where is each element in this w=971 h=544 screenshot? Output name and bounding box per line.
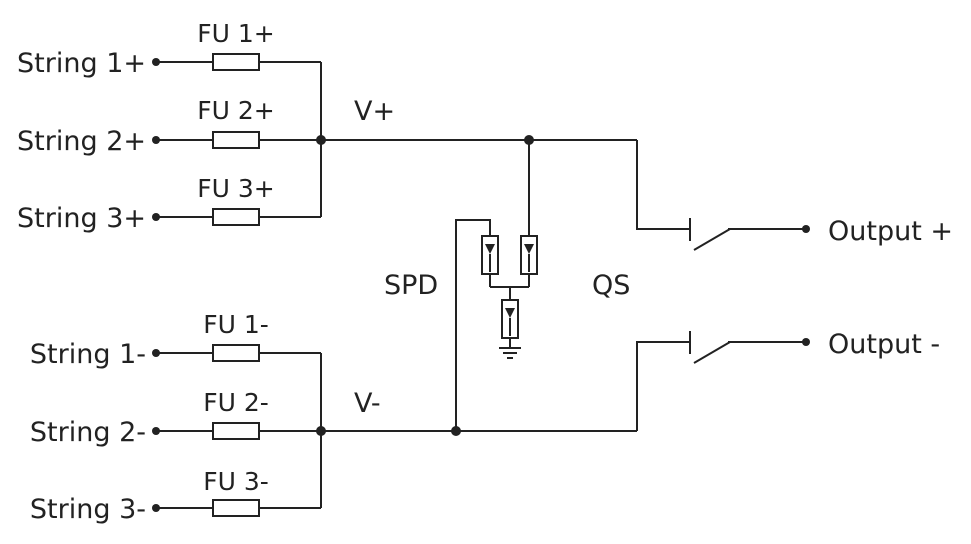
surge-protective-device: SPD [384, 140, 538, 431]
fuse-2-positive [212, 131, 260, 149]
output-negative-terminal [802, 338, 810, 346]
negative-bus: V- [316, 353, 637, 508]
string-2-negative: String 2- FU 2- [30, 388, 321, 448]
spd-label: SPD [384, 270, 438, 301]
string-1-negative: String 1- FU 1- [30, 310, 321, 370]
switch-label: QS [592, 270, 630, 301]
string-3-negative: String 3- FU 3- [30, 467, 321, 525]
string-3-negative-label: String 3- [30, 494, 146, 525]
output-positive: Output + [802, 216, 953, 247]
fuse-1-negative [212, 344, 260, 362]
fuse-1-positive [212, 53, 260, 71]
fuse-2-negative-label: FU 2- [203, 388, 269, 417]
fuse-2-negative [212, 422, 260, 440]
string-2-positive: String 2+ FU 2+ [17, 96, 321, 157]
isolating-switch: QS [592, 140, 806, 431]
output-negative: Output - [802, 329, 940, 360]
string-3-positive: String 3+ FU 3+ [17, 174, 321, 234]
negative-bus-label: V- [354, 388, 381, 419]
positive-bus: V+ [316, 62, 637, 217]
string-1-negative-label: String 1- [30, 339, 146, 370]
string-1-positive-label: String 1+ [17, 48, 146, 79]
output-positive-terminal [802, 225, 810, 233]
string-2-negative-label: String 2- [30, 417, 146, 448]
fuse-3-positive [212, 208, 260, 226]
fuse-2-positive-label: FU 2+ [197, 96, 274, 125]
string-2-positive-label: String 2+ [17, 126, 146, 157]
fuse-3-negative-label: FU 3- [203, 467, 269, 496]
output-positive-label: Output + [828, 216, 953, 247]
fuse-1-negative-label: FU 1- [203, 310, 269, 339]
fuse-3-negative [212, 499, 260, 517]
string-1-positive: String 1+ FU 1+ [17, 19, 321, 79]
fuse-3-positive-label: FU 3+ [197, 174, 274, 203]
positive-bus-label: V+ [354, 96, 395, 127]
string-3-positive-label: String 3+ [17, 203, 146, 234]
fuse-1-positive-label: FU 1+ [197, 19, 274, 48]
output-negative-label: Output - [828, 329, 940, 360]
